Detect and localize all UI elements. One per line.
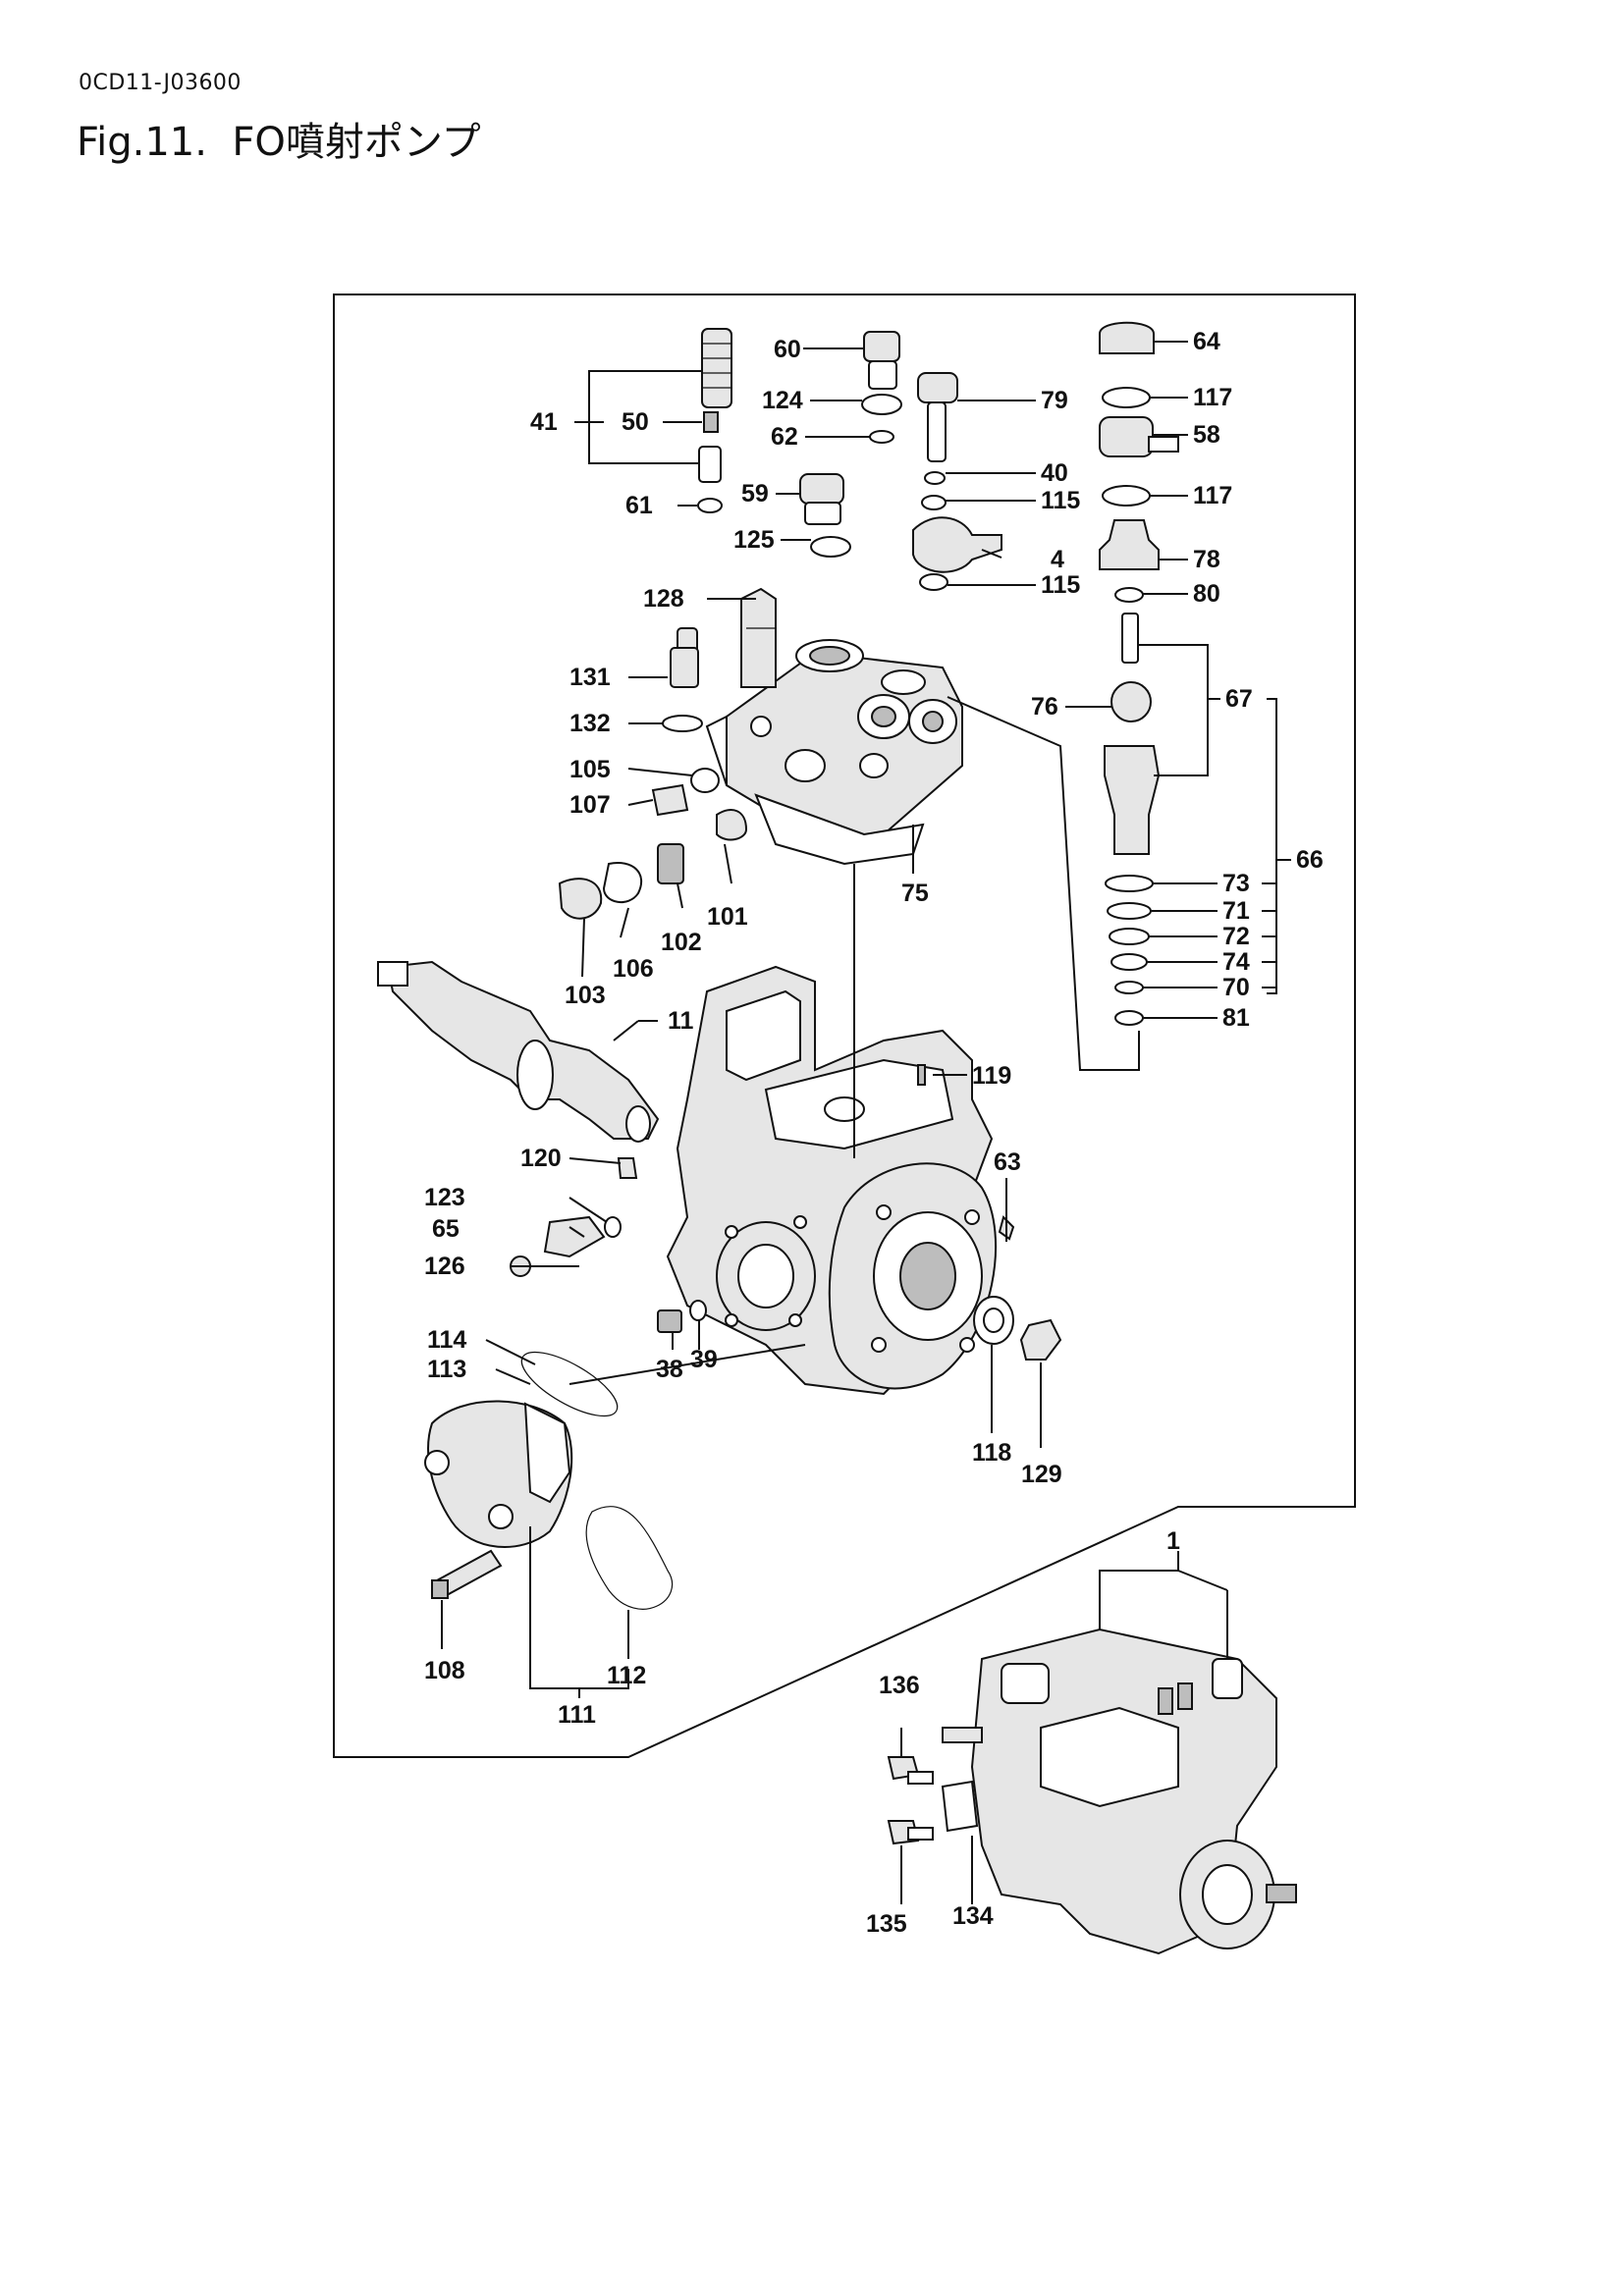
callout-59: 59	[741, 480, 769, 507]
callout-41: 41	[530, 408, 558, 436]
callout-117-upper: 117	[1193, 384, 1232, 411]
callout-76: 76	[1031, 693, 1058, 721]
callout-126: 126	[424, 1253, 465, 1280]
callout-74: 74	[1222, 948, 1250, 976]
callout-135: 135	[866, 1910, 907, 1938]
callout-65: 65	[432, 1215, 460, 1243]
callout-70: 70	[1222, 974, 1250, 1001]
callout-132: 132	[569, 710, 611, 737]
callout-80: 80	[1193, 580, 1220, 608]
delivery-valve-holder	[697, 328, 732, 513]
callout-112: 112	[607, 1662, 646, 1689]
callout-103: 103	[565, 982, 606, 1009]
callout-107: 107	[569, 791, 611, 819]
callout-115-lower: 115	[1041, 571, 1080, 599]
callout-78: 78	[1193, 546, 1220, 573]
callout-63: 63	[994, 1148, 1021, 1176]
callout-114: 114	[427, 1326, 466, 1354]
feed-pump-assembly	[424, 1351, 674, 1610]
callout-11: 11	[668, 1007, 694, 1035]
document-code: 0CD11-J03600	[79, 71, 242, 95]
callout-101: 101	[707, 903, 748, 931]
callout-labels: 41 50 61 60 124 62 59 125 79 40 115 4 11…	[424, 328, 1324, 1938]
callout-62: 62	[771, 423, 798, 451]
callout-131: 131	[569, 664, 611, 691]
callout-102: 102	[661, 929, 702, 956]
callout-75: 75	[901, 880, 929, 907]
figure-title: Fig.11. FO噴射ポンプ	[77, 120, 481, 165]
pump-housing	[666, 965, 998, 1396]
callout-67: 67	[1225, 685, 1253, 713]
hydraulic-head	[705, 639, 963, 866]
callout-64: 64	[1193, 328, 1220, 355]
callout-40: 40	[1041, 459, 1068, 487]
callout-124: 124	[762, 387, 803, 414]
callout-117-lower: 117	[1193, 482, 1232, 509]
callout-4: 4	[1051, 546, 1064, 573]
callout-111: 111	[558, 1701, 596, 1729]
callout-60: 60	[774, 336, 801, 363]
callout-120: 120	[520, 1145, 562, 1172]
drive-shaft	[377, 960, 660, 1143]
top-center-parts	[799, 331, 1002, 591]
left-side-parts	[558, 587, 777, 920]
callout-38: 38	[656, 1356, 683, 1383]
callout-119: 119	[972, 1062, 1011, 1090]
callout-105: 105	[569, 756, 611, 783]
callout-72: 72	[1222, 923, 1250, 950]
callout-134: 134	[952, 1902, 994, 1930]
assembly-boundary-frame	[333, 294, 1356, 1758]
right-plunger-stack	[1099, 321, 1179, 1026]
callout-61: 61	[625, 492, 653, 519]
callout-58: 58	[1193, 421, 1220, 449]
callout-81: 81	[1222, 1004, 1250, 1032]
callout-118: 118	[972, 1439, 1011, 1467]
callout-71: 71	[1222, 897, 1250, 925]
callout-106: 106	[613, 955, 654, 983]
callout-108: 108	[424, 1657, 465, 1684]
assembled-pump-view	[887, 1628, 1297, 1955]
callout-136: 136	[879, 1672, 920, 1699]
callout-66: 66	[1296, 846, 1324, 874]
callout-113: 113	[427, 1356, 466, 1383]
callout-128: 128	[643, 585, 684, 613]
callout-125: 125	[733, 526, 775, 554]
callout-73: 73	[1222, 870, 1250, 897]
callout-1: 1	[1166, 1527, 1180, 1555]
callout-50: 50	[622, 408, 649, 436]
callout-79: 79	[1041, 387, 1068, 414]
callout-39: 39	[690, 1346, 718, 1373]
callout-123: 123	[424, 1184, 465, 1211]
callout-129: 129	[1021, 1461, 1062, 1488]
leader-lines	[441, 341, 1291, 1904]
callout-115-upper: 115	[1041, 487, 1080, 514]
